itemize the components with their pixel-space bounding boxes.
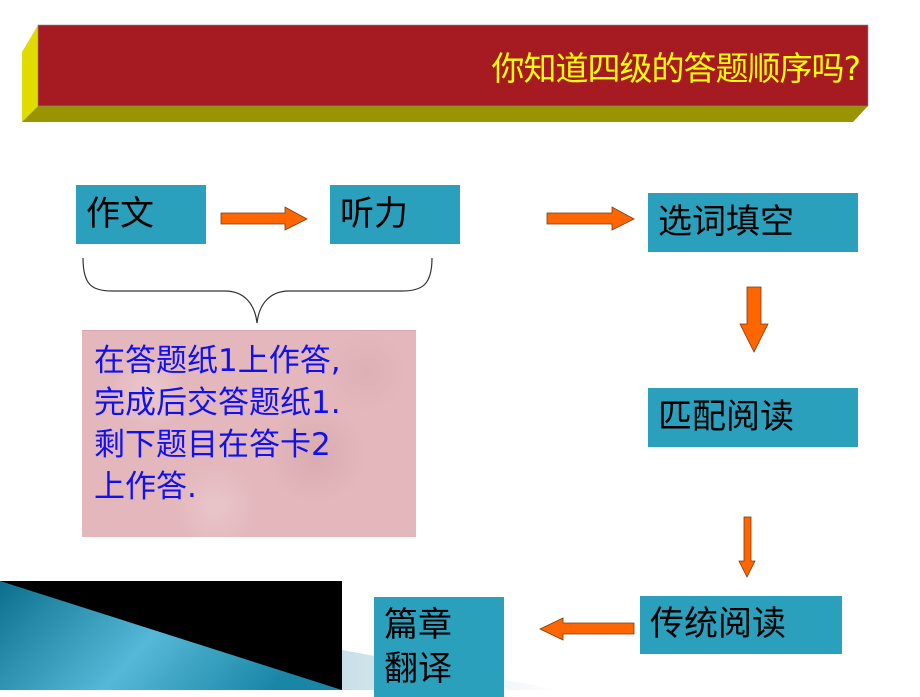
banner-bottom-face xyxy=(22,106,868,122)
step-traditional-reading: 传统阅读 xyxy=(640,596,842,654)
title-banner xyxy=(22,24,869,122)
note-line-2: 完成后交答题纸1. xyxy=(94,385,341,421)
arrow-right-icon xyxy=(546,206,635,231)
step-listening: 听力 xyxy=(330,185,460,244)
note-line-1: 在答题纸1上作答, xyxy=(94,343,341,379)
note-line-4: 上作答. xyxy=(94,469,197,505)
arrow-down-icon xyxy=(739,286,769,353)
step-writing: 作文 xyxy=(76,185,206,244)
arrow-down-icon xyxy=(738,516,756,578)
banner-side-face xyxy=(22,25,38,122)
banner-front-face xyxy=(37,24,869,107)
translation-line-1: 篇章 xyxy=(384,605,452,645)
page-title: 你知道四级的答题顺序吗? xyxy=(491,48,861,88)
step-translation: 篇章 翻译 xyxy=(374,597,504,697)
arrow-left-icon xyxy=(539,617,635,641)
step-matching-reading: 匹配阅读 xyxy=(648,388,858,447)
translation-line-2: 翻译 xyxy=(384,649,452,689)
blue-wedge xyxy=(0,581,342,690)
step-banked-cloze: 选词填空 xyxy=(648,193,858,252)
answer-sheet-note: 在答题纸1上作答, 完成后交答题纸1. 剩下题目在答卡2 上作答. xyxy=(82,330,416,537)
curly-brace xyxy=(82,257,433,324)
arrow-right-icon xyxy=(220,206,308,231)
note-line-3: 剩下题目在答卡2 xyxy=(94,427,331,463)
